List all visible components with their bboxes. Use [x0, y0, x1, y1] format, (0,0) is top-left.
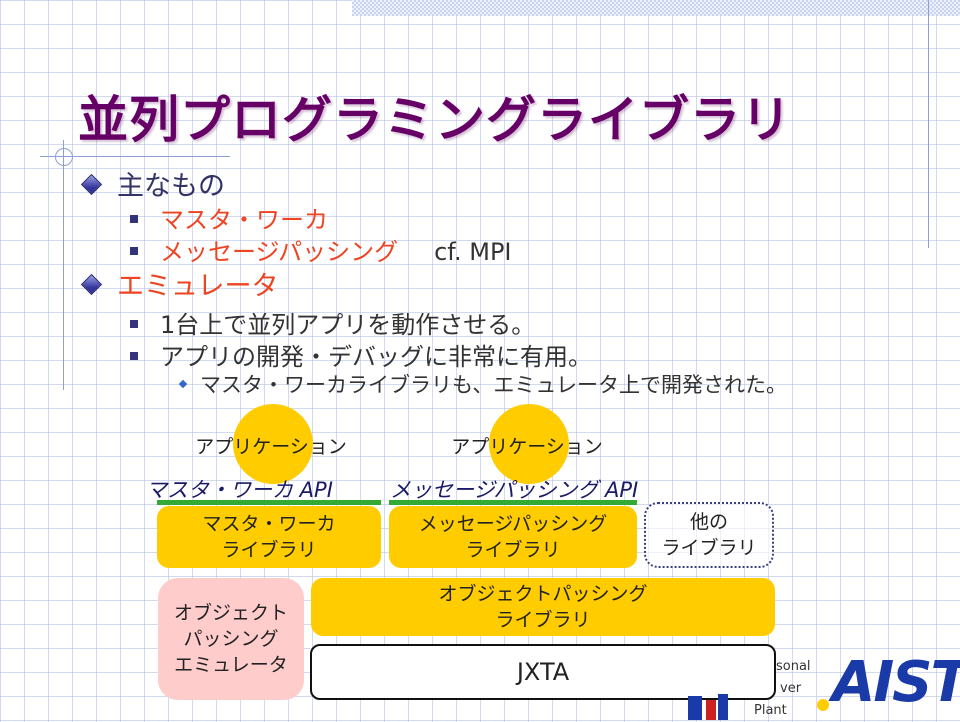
application-label: アプリケーション — [451, 436, 603, 458]
logo-text-line: ver — [780, 681, 802, 696]
application-circle — [233, 404, 313, 484]
left-rule — [63, 140, 64, 390]
object-passing-emulator-box: オブジェクトパッシングエミュレータ — [158, 578, 304, 700]
application-label: アプリケーション — [195, 436, 347, 458]
bullet-text: メッセージパッシング — [160, 238, 399, 266]
box-line: ライブラリ — [495, 609, 591, 631]
diamond-bullet-icon — [80, 273, 103, 296]
slide-title: 並列プログラミングライブラリ — [78, 91, 792, 149]
bullet-suffix: cf. MPI — [434, 238, 512, 266]
personal-power-plant-logo: sonal ver Plant — [754, 656, 811, 722]
application-circle — [489, 404, 569, 484]
square-bullet-icon — [130, 352, 138, 360]
box-line: エミュレータ — [174, 654, 288, 676]
bullet-debug: アプリの開発・デバッグに非常に有用。 — [130, 337, 592, 372]
square-bullet-icon — [130, 320, 138, 328]
bullet-single-machine: 1台上で並列アプリを動作させる。 — [130, 305, 535, 340]
header-band — [352, 0, 960, 16]
bullet-emulator: エミュレータ — [80, 264, 279, 303]
box-line: ライブラリ — [221, 539, 317, 561]
square-bullet-icon — [130, 215, 138, 223]
title-rule — [40, 156, 230, 157]
master-worker-library-box: マスタ・ワーカライブラリ — [157, 506, 381, 568]
bullet-master-worker: マスタ・ワーカ — [130, 200, 328, 235]
pp-logo-mark-icon — [688, 694, 728, 720]
diamond-bullet-icon — [80, 173, 103, 196]
box-line: ライブラリ — [465, 539, 561, 561]
jxta-label: JXTA — [516, 658, 570, 686]
object-passing-library-box: オブジェクトパッシングライブラリ — [311, 578, 775, 636]
box-line: メッセージパッシング — [418, 513, 608, 535]
bullet-text: アプリの開発・デバッグに非常に有用。 — [160, 343, 592, 371]
bullet-text: 主なもの — [117, 171, 225, 202]
small-diamond-bullet-icon — [178, 379, 188, 389]
right-rule — [928, 0, 929, 248]
bullet-main: 主なもの — [80, 164, 225, 203]
api-label-master-worker: マスタ・ワーカ API — [146, 478, 333, 502]
api-label-message-passing: メッセージパッシング API — [390, 478, 639, 502]
message-passing-library-box: メッセージパッシングライブラリ — [389, 506, 637, 568]
jxta-box: JXTA — [310, 644, 776, 700]
logo-text-line: Plant — [754, 703, 787, 718]
box-line: ライブラリ — [661, 537, 757, 559]
bullet-text: エミュレータ — [117, 271, 279, 302]
bullet-text: マスタ・ワーカ — [160, 206, 328, 234]
square-bullet-icon — [130, 247, 138, 255]
box-line: オブジェクトパッシング — [438, 583, 648, 605]
box-line: オブジェクト — [173, 602, 288, 624]
box-line: 他の — [689, 511, 728, 533]
api-bar — [157, 500, 381, 505]
aist-dot-icon — [817, 699, 829, 711]
bullet-text: マスタ・ワーカライブラリも、エミュレータ上で開発された。 — [200, 373, 787, 397]
other-library-box: 他のライブラリ — [644, 502, 774, 568]
bullet-message-passing: メッセージパッシング cf. MPI — [130, 232, 512, 267]
aist-logo: AIST — [832, 650, 960, 715]
crosshair-circle — [55, 148, 73, 166]
bullet-developed-on-emulator: マスタ・ワーカライブラリも、エミュレータ上で開発された。 — [178, 369, 787, 399]
api-bar — [389, 500, 637, 505]
box-line: パッシング — [183, 628, 279, 650]
bullet-text: 1台上で並列アプリを動作させる。 — [160, 311, 536, 339]
box-line: マスタ・ワーカ — [202, 513, 336, 535]
logo-text-line: sonal — [776, 659, 811, 674]
